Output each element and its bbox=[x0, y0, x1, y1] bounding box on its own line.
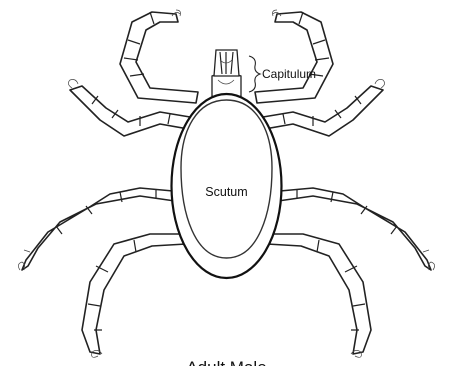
capitulum-label: Capitulum bbox=[262, 67, 316, 81]
scutum-label: Scutum bbox=[205, 185, 247, 199]
left-leg-1 bbox=[120, 10, 198, 103]
diagram-title: Adult Male bbox=[186, 358, 266, 366]
left-leg-3 bbox=[18, 188, 184, 270]
right-leg-1 bbox=[255, 10, 333, 103]
capitulum bbox=[212, 50, 241, 100]
right-leg-4 bbox=[267, 234, 371, 357]
capitulum-bracket bbox=[249, 56, 260, 92]
left-leg-4 bbox=[82, 234, 186, 357]
right-leg-3 bbox=[269, 188, 435, 270]
